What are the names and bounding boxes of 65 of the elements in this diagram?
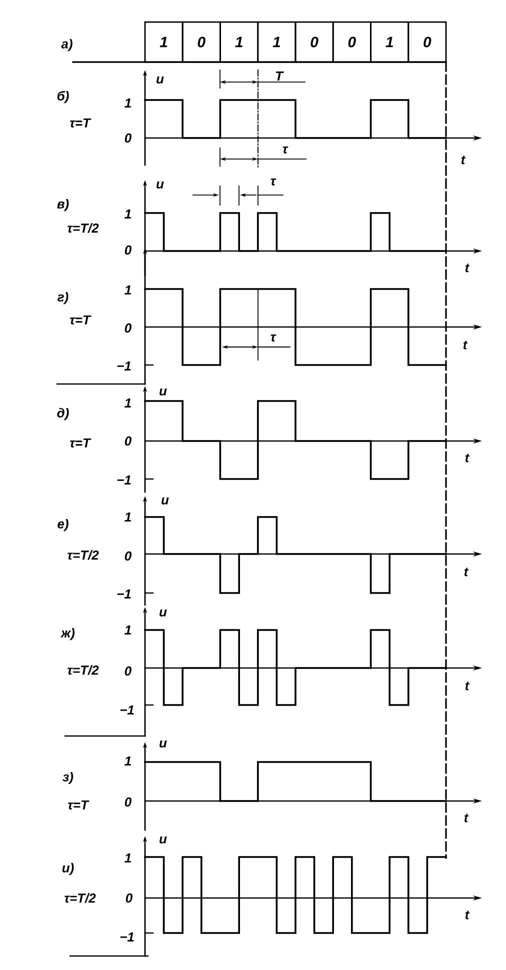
- level-label: 0: [126, 893, 132, 903]
- axis-label: t: [465, 682, 470, 690]
- axis-label: u: [162, 498, 169, 504]
- level-label: −1: [120, 932, 134, 942]
- panel-label: ж): [60, 628, 75, 640]
- parameter-label: τ=T/2: [64, 893, 96, 903]
- bit-cell: 1: [370, 21, 410, 63]
- parameter-label: τ=T: [70, 315, 92, 325]
- parameter-label: τ=T/2: [68, 223, 99, 233]
- bit-cell: 0: [408, 21, 447, 63]
- dimension-label: τ: [270, 334, 276, 342]
- panel-label: е): [58, 518, 68, 532]
- level-label: 1: [124, 286, 131, 294]
- level-label: 0: [124, 797, 132, 807]
- level-label: 1: [124, 854, 131, 862]
- level-label: 1: [124, 626, 131, 634]
- parameter-label: τ=T: [70, 118, 92, 128]
- level-label: 0: [124, 245, 132, 255]
- bit-cell: 1: [220, 21, 259, 63]
- level-label: 1: [124, 210, 131, 218]
- level-label: −1: [117, 590, 131, 598]
- axis-label: t: [463, 340, 468, 350]
- panel-label: з): [62, 772, 74, 784]
- level-label: 1: [124, 398, 131, 408]
- parameter-label: τ=T: [70, 438, 92, 448]
- axis-label: u: [160, 740, 167, 748]
- dimension-label: τ: [270, 178, 276, 186]
- bit-cell: 0: [332, 21, 372, 63]
- level-label: 0: [124, 436, 132, 446]
- parameter-label: τ=T/2: [68, 665, 99, 675]
- level-label: 0: [124, 133, 132, 143]
- axis-label: u: [160, 610, 167, 616]
- panel-label: в): [57, 198, 69, 212]
- axis-label: u: [160, 388, 167, 396]
- bit-cell: 0: [294, 21, 334, 63]
- level-label: 0: [124, 666, 132, 676]
- bit-cell: 1: [144, 21, 184, 63]
- axis-label: u: [160, 836, 167, 844]
- bit-cell: 1: [257, 21, 296, 63]
- axis-label: t: [465, 264, 470, 272]
- level-label: 0: [124, 551, 132, 561]
- level-label: 1: [124, 98, 131, 108]
- axis-label: u: [156, 182, 164, 189]
- panel-label: д): [57, 408, 69, 420]
- panel-label: б): [57, 90, 69, 104]
- panel-label: а): [61, 38, 72, 52]
- level-label: 1: [124, 756, 131, 766]
- level-label: −1: [117, 476, 131, 484]
- panel-label: и): [62, 862, 74, 876]
- panel-label: г): [58, 292, 68, 304]
- dimension-label: τ: [282, 146, 288, 154]
- level-label: −1: [117, 362, 131, 370]
- level-label: 1: [124, 512, 131, 522]
- axis-label: t: [465, 910, 470, 920]
- parameter-label: τ=T: [68, 800, 90, 810]
- axis-label: u: [156, 76, 164, 84]
- axis-label: t: [464, 568, 469, 576]
- axis-label: t: [464, 814, 469, 822]
- axis-label: t: [465, 454, 470, 462]
- parameter-label: τ=T/2: [68, 550, 99, 560]
- dimension-label: T: [276, 72, 284, 80]
- level-label: 0: [124, 323, 132, 333]
- axis-label: t: [461, 156, 466, 164]
- bit-cell: 0: [182, 21, 221, 63]
- level-label: −1: [120, 706, 134, 714]
